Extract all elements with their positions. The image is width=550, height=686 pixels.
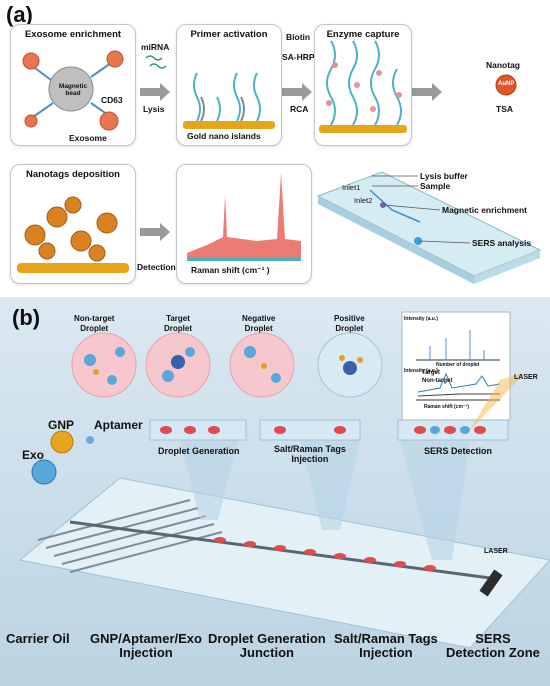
magnetic-enrichment-label: Magnetic enrichment — [442, 205, 528, 215]
target-droplet-label: Target Droplet — [164, 314, 192, 333]
negative-droplet-label: Negative Droplet — [242, 314, 276, 333]
salt-injection-callout: Salt/Raman Tags Injection — [274, 444, 346, 464]
nanotags-deposition-box: Nanotags deposition — [10, 164, 136, 284]
laser-bottom-label: LASER — [484, 548, 508, 555]
exosome-enrichment-box: Exosome enrichment Magnetic bead CD63 Ex… — [10, 24, 136, 146]
cd63-label: CD63 — [101, 95, 123, 105]
nanotag-label: Nanotag — [486, 60, 520, 70]
mirna-label: miRNA — [141, 42, 170, 52]
gnp-label: GNP — [48, 418, 75, 432]
inset-target-label: Target — [422, 370, 440, 376]
exo-label: Exo — [22, 448, 45, 462]
exosome-enrichment-title: Exosome enrichment — [24, 29, 122, 40]
enzyme-illustration — [319, 40, 407, 133]
inlet1-label: Inlet1 — [342, 183, 361, 192]
exosome-label: Exosome — [69, 133, 107, 143]
droplet-generation-callout: Droplet Generation — [158, 446, 240, 456]
salt-tags-injection-label: Salt/Raman Tags Injection — [334, 631, 438, 660]
inset-intensity-top-label: Intensity (a.u.) — [404, 316, 438, 322]
lysis-buffer-label: Lysis buffer — [420, 171, 468, 181]
sers-detection-callout: SERS Detection — [424, 446, 493, 456]
sa-hrp-label: SA-HRP — [282, 52, 315, 62]
sers-detection-zone-label: SERS Detection Zone — [446, 631, 540, 660]
aunp-label: AuNP — [498, 81, 515, 87]
laser-top-label: LASER — [514, 374, 538, 381]
gold-nano-islands-label: Gold nano islands — [187, 131, 261, 141]
lysis-label: Lysis — [143, 104, 165, 114]
nanotags-deposition-title: Nanotags deposition — [26, 169, 120, 180]
detection-label: Detection — [137, 262, 176, 272]
magnetic-bead-label: Magnetic bead — [58, 83, 88, 97]
positive-droplet-label: Positive Droplet — [334, 314, 365, 333]
panel-b-label: (b) — [12, 305, 41, 330]
inset-number-of-droplet-label: Number of droplet — [436, 362, 480, 368]
sers-analysis-label: SERS analysis — [472, 238, 532, 248]
non-target-droplet-label: Non-target Droplet — [74, 314, 115, 333]
nanotags-illustration — [17, 196, 129, 273]
tsa-label: TSA — [496, 104, 513, 114]
inset-intensity-bottom-label: Intensity (a.u.) — [404, 368, 438, 374]
sample-label: Sample — [420, 181, 451, 191]
droplet-junction-label: Droplet Generation Junction — [208, 631, 326, 660]
raman-x-label: Raman shift (cm⁻¹ ) — [191, 265, 270, 275]
rca-label: RCA — [290, 104, 309, 114]
panel-a-label: (a) — [6, 2, 33, 27]
primer-illustration — [183, 72, 275, 129]
primer-activation-box: Primer activation Gold nano islands — [176, 24, 282, 146]
aptamer-label: Aptamer — [94, 418, 143, 432]
biotin-label: Biotin — [286, 32, 311, 42]
gnp-injection-label: GNP/Aptamer/Exo Injection — [90, 631, 202, 660]
carrier-oil-label: Carrier Oil — [6, 631, 70, 646]
raman-spectrum-box: Raman shift (cm⁻¹ ) — [176, 164, 312, 284]
raman-spectrum-plot — [187, 173, 301, 261]
inlet2-label: Inlet2 — [354, 196, 373, 205]
panel-b-background — [0, 297, 550, 686]
inset-non-target-label: Non-target — [422, 378, 453, 384]
primer-activation-title: Primer activation — [190, 29, 268, 40]
enzyme-capture-title: Enzyme capture — [326, 29, 400, 40]
inset-raman-shift-label: Raman shift (cm⁻¹) — [424, 404, 469, 410]
exosome-illustration — [22, 50, 124, 131]
enzyme-capture-box: Enzyme capture — [314, 24, 412, 146]
